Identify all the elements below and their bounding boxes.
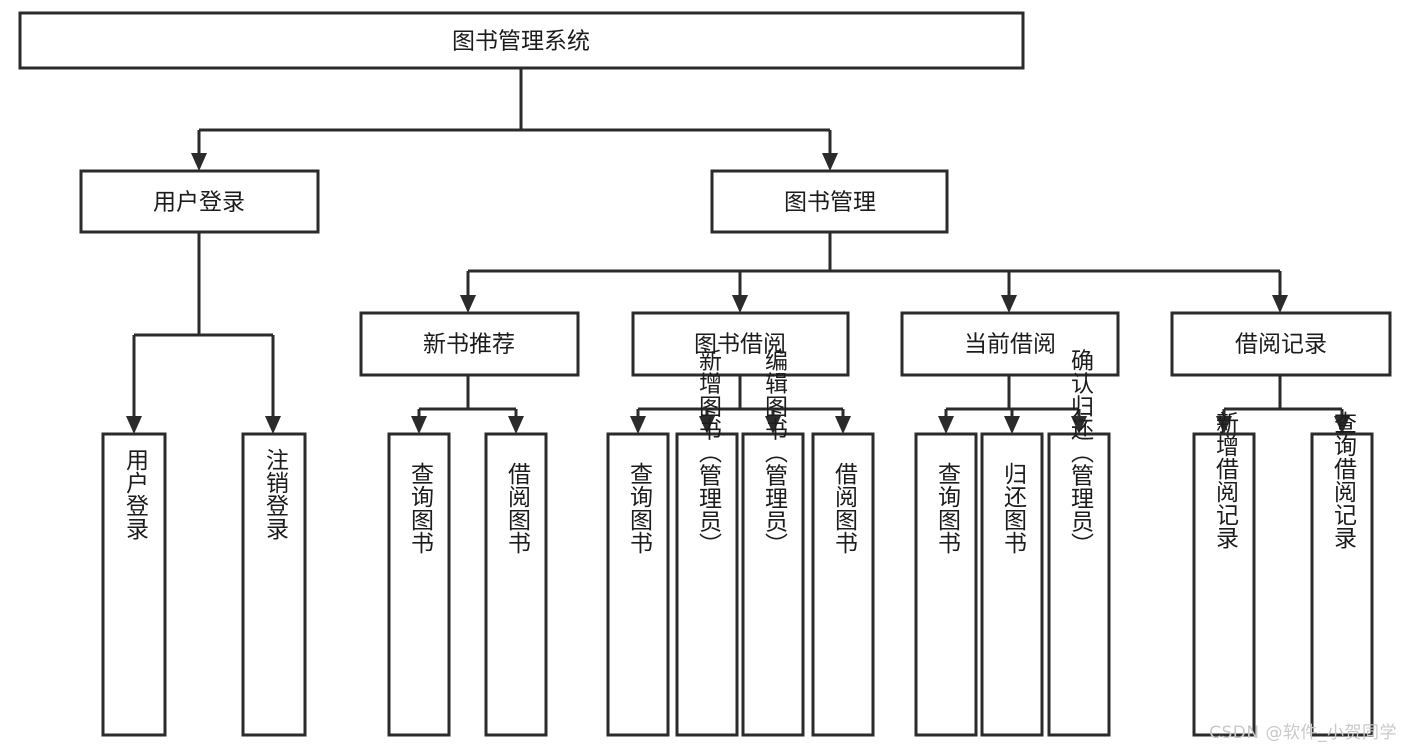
node-book-manage-label: 图书管理 <box>784 190 876 216</box>
node-leaf-borrow-book-2-box[interactable] <box>811 432 875 737</box>
node-root-box[interactable] <box>18 11 1025 70</box>
node-new-book-rec[interactable]: 新书推荐 <box>359 311 580 377</box>
arrow-head-icon <box>191 153 207 171</box>
node-root[interactable]: 图书管理系统 <box>18 11 1025 70</box>
node-leaf-edit-book[interactable]: 编辑图书（管理员） <box>741 349 805 737</box>
node-leaf-query-record[interactable]: 查询借阅记录 <box>1310 411 1374 737</box>
node-book-borrow[interactable]: 图书借阅 <box>631 311 850 377</box>
node-leaf-query-book-3-box[interactable] <box>914 432 978 737</box>
node-borrow-record-label: 借阅记录 <box>1235 332 1327 358</box>
node-leaf-query-book-3[interactable]: 查询图书 <box>914 432 978 737</box>
node-leaf-query-book-1-box[interactable] <box>387 432 451 737</box>
node-leaf-borrow-book-1-label: 借阅图书 <box>504 462 532 554</box>
arrow-head-icon <box>835 416 851 434</box>
node-book-manage[interactable]: 图书管理 <box>710 169 949 234</box>
connector-group-current-borrow <box>938 375 1087 434</box>
connector-group-new-book-rec <box>411 375 524 434</box>
node-leaf-return-book[interactable]: 归还图书 <box>980 432 1044 737</box>
node-leaf-query-book-1-label: 查询图书 <box>407 462 435 554</box>
arrow-head-icon <box>822 153 838 171</box>
node-current-borrow[interactable]: 当前借阅 <box>900 311 1120 377</box>
node-leaf-borrow-book-1[interactable]: 借阅图书 <box>484 432 548 737</box>
node-borrow-record[interactable]: 借阅记录 <box>1170 311 1392 377</box>
arrow-head-icon <box>765 416 781 434</box>
node-current-borrow-label: 当前借阅 <box>964 332 1056 358</box>
node-leaf-borrow-book-1-box[interactable] <box>484 432 548 737</box>
node-leaf-edit-book-label: 编辑图书（管理员） <box>761 349 789 556</box>
arrow-head-icon <box>699 416 715 434</box>
connector-group-book-borrow <box>630 375 851 434</box>
node-borrow-record-box[interactable] <box>1170 311 1392 377</box>
node-user-login-label: 用户登录 <box>153 190 245 216</box>
connector-group-borrow-record <box>1216 375 1350 434</box>
node-leaf-query-book-2-label: 查询图书 <box>626 462 654 554</box>
node-leaf-query-book-2-box[interactable] <box>606 432 670 737</box>
arrow-head-icon <box>1001 295 1017 313</box>
node-leaf-add-record-label: 新增借阅记录 <box>1212 411 1240 549</box>
node-leaf-confirm-return-label: 确认归还（管理员） <box>1067 349 1095 556</box>
node-user-login[interactable]: 用户登录 <box>79 169 320 234</box>
node-leaf-add-book-label: 新增图书（管理员） <box>695 349 723 556</box>
arrow-head-icon <box>126 416 142 434</box>
node-new-book-rec-box[interactable] <box>359 311 580 377</box>
arrow-head-icon <box>630 416 646 434</box>
node-user-login-box[interactable] <box>79 169 320 234</box>
node-leaf-user-login[interactable]: 用户登录 <box>101 432 167 737</box>
node-leaf-user-login-label: 用户登录 <box>122 448 150 540</box>
node-new-book-rec-label: 新书推荐 <box>423 332 515 358</box>
node-leaf-query-book-3-label: 查询图书 <box>934 462 962 554</box>
csdn-watermark: CSDN @软件_小贺同学 <box>1209 723 1397 743</box>
connector-group-book-manage <box>460 232 1288 313</box>
connector-group-user-login <box>126 232 281 434</box>
node-leaf-confirm-return[interactable]: 确认归还（管理员） <box>1047 349 1111 737</box>
node-book-manage-box[interactable] <box>710 169 949 234</box>
arrow-head-icon <box>1071 416 1087 434</box>
node-leaf-query-book-2[interactable]: 查询图书 <box>606 432 670 737</box>
arrow-head-icon <box>411 416 427 434</box>
arrow-head-icon <box>508 416 524 434</box>
node-leaf-borrow-book-2[interactable]: 借阅图书 <box>811 432 875 737</box>
node-leaf-add-record-box[interactable] <box>1192 432 1256 737</box>
arrow-head-icon <box>938 416 954 434</box>
arrow-head-icon <box>1004 416 1020 434</box>
node-leaf-logout-label: 注销登录 <box>262 448 290 540</box>
node-leaf-edit-book-box[interactable] <box>741 432 805 737</box>
node-leaf-user-login-box[interactable] <box>101 432 167 737</box>
node-leaf-query-record-box[interactable] <box>1310 432 1374 737</box>
node-current-borrow-box[interactable] <box>900 311 1120 377</box>
node-leaf-confirm-return-box[interactable] <box>1047 432 1111 737</box>
node-leaf-query-record-label: 查询借阅记录 <box>1330 411 1358 549</box>
arrow-head-icon <box>265 416 281 434</box>
node-leaf-logout[interactable]: 注销登录 <box>241 432 307 737</box>
node-leaf-borrow-book-2-label: 借阅图书 <box>831 462 859 554</box>
node-book-borrow-box[interactable] <box>631 311 850 377</box>
node-root-label: 图书管理系统 <box>452 29 590 55</box>
arrow-head-icon <box>732 295 748 313</box>
node-leaf-query-book-1[interactable]: 查询图书 <box>387 432 451 737</box>
node-leaf-add-book[interactable]: 新增图书（管理员） <box>675 349 739 737</box>
arrow-head-icon <box>1334 416 1350 434</box>
arrow-head-icon <box>1216 416 1232 434</box>
arrow-head-icon <box>1272 295 1288 313</box>
node-leaf-return-book-label: 归还图书 <box>1000 462 1028 554</box>
arrow-head-icon <box>460 295 476 313</box>
node-book-borrow-label: 图书借阅 <box>694 332 786 358</box>
node-leaf-add-record[interactable]: 新增借阅记录 <box>1192 411 1256 737</box>
node-leaf-add-book-box[interactable] <box>675 432 739 737</box>
connector-group-root <box>191 68 838 171</box>
node-leaf-return-book-box[interactable] <box>980 432 1044 737</box>
node-leaf-logout-box[interactable] <box>241 432 307 737</box>
